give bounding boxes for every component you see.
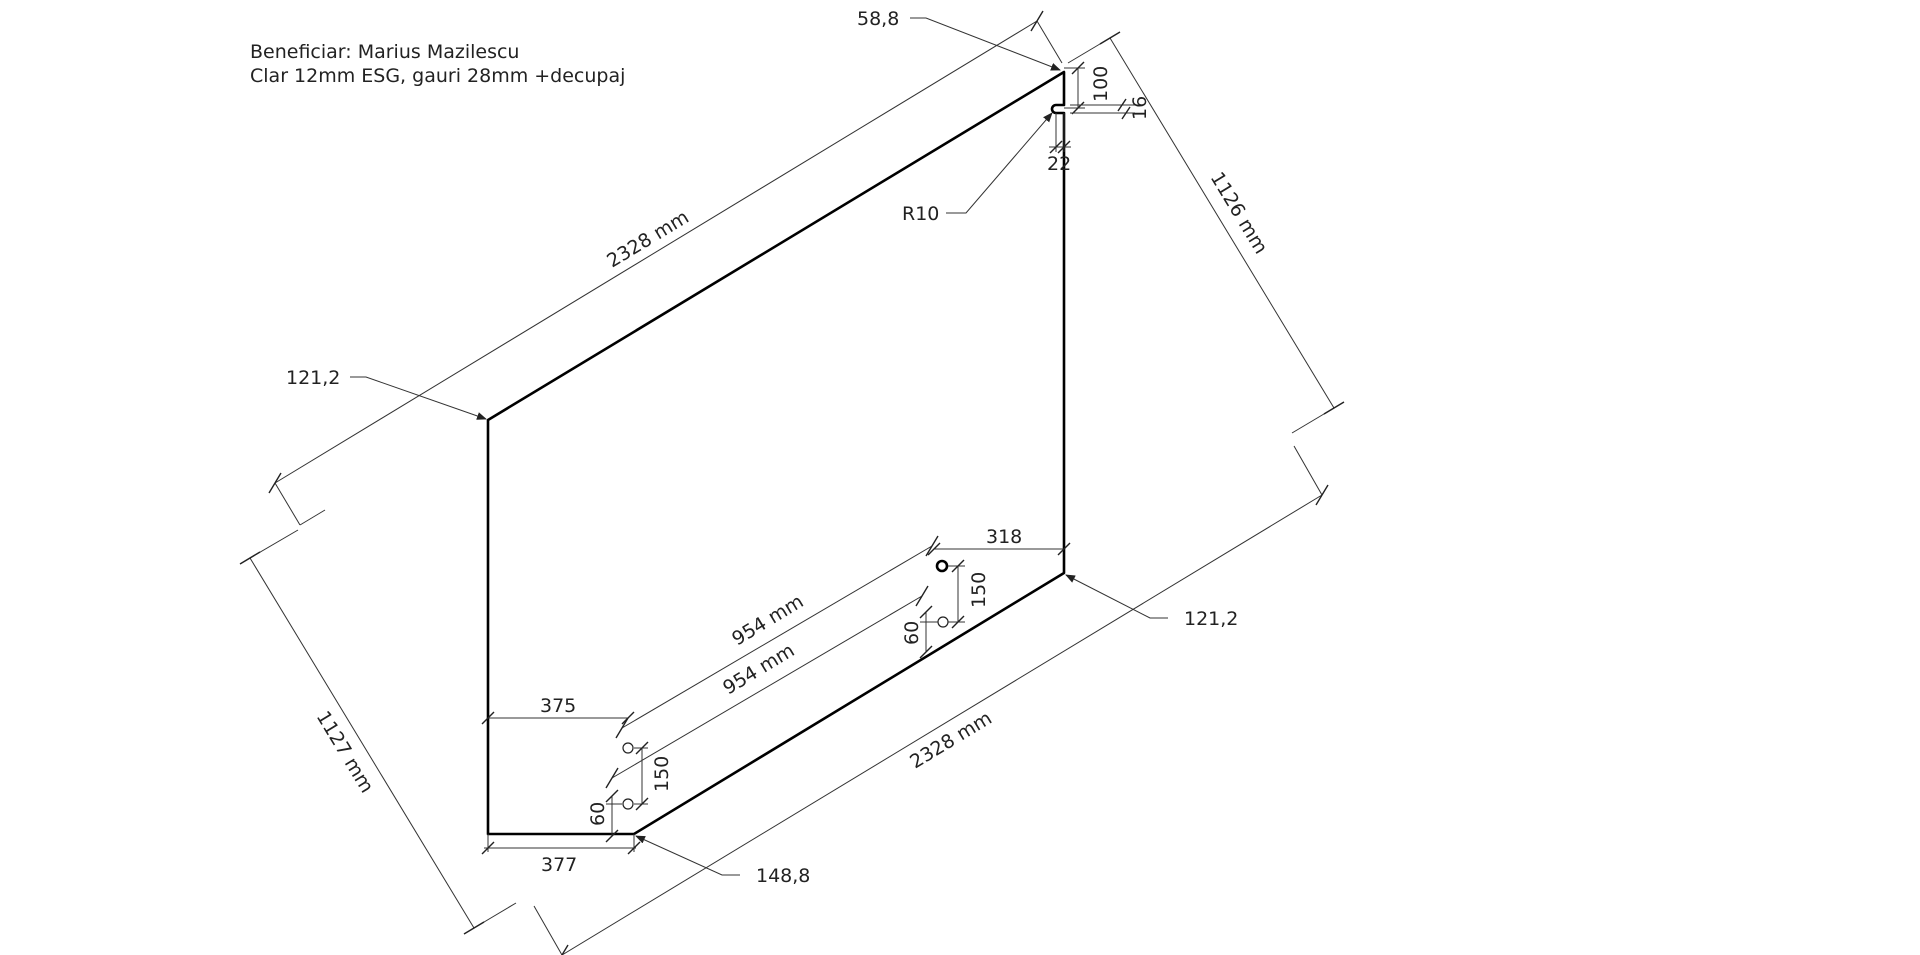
radius-label: R10 bbox=[902, 203, 939, 225]
right-angle-leader bbox=[1065, 574, 1168, 619]
client-label: Beneficiar: Marius Mazilescu bbox=[250, 41, 520, 63]
hole-edge-left-dimension bbox=[605, 789, 622, 843]
hole-right-top bbox=[935, 559, 949, 573]
top-length-label: 2328 mm bbox=[603, 206, 693, 272]
hole-right-bottom bbox=[937, 616, 949, 628]
notch-depth-dimension bbox=[1070, 98, 1135, 120]
right-angle-label: 121,2 bbox=[1184, 608, 1238, 630]
bottom-length-label: 2328 mm bbox=[906, 707, 996, 773]
left-height-dimension bbox=[239, 529, 517, 935]
top-angle-label: 58,8 bbox=[857, 8, 899, 30]
hole-edge-right-label: 60 bbox=[901, 621, 923, 645]
hole-line-2-label: 954 mm bbox=[719, 639, 798, 699]
hole-offset-left-dimension bbox=[481, 711, 635, 725]
top-angle-leader bbox=[910, 17, 1061, 71]
glass-spec-label: Clar 12mm ESG, gauri 28mm +decupaj bbox=[250, 65, 626, 87]
bottom-angle-leader bbox=[635, 835, 740, 876]
left-angle-leader bbox=[350, 376, 487, 420]
hole-offset-right-label: 318 bbox=[986, 526, 1022, 548]
hole-left-top bbox=[622, 742, 634, 754]
hole-line-1-dimension bbox=[615, 535, 939, 739]
bottom-length-dimension bbox=[533, 445, 1329, 955]
bottom-width-label: 377 bbox=[541, 854, 577, 876]
top-length-dimension bbox=[268, 10, 1063, 526]
notch-height-label: 100 bbox=[1090, 66, 1112, 102]
hole-edge-left-label: 60 bbox=[587, 802, 609, 826]
bottom-angle-label: 148,8 bbox=[756, 865, 810, 887]
hole-offset-right-dimension bbox=[927, 542, 1071, 556]
hole-spacing-left-label: 150 bbox=[651, 756, 673, 792]
hole-spacing-right-label: 150 bbox=[968, 572, 990, 608]
bottom-width-dimension bbox=[481, 834, 641, 855]
radius-leader bbox=[946, 112, 1053, 214]
notch-height-dimension bbox=[1064, 61, 1085, 115]
hole-line-1-label: 954 mm bbox=[728, 590, 807, 650]
hole-edge-right-dimension bbox=[919, 605, 938, 659]
hole-spacing-right-dimension bbox=[948, 559, 965, 629]
drawing-header: Beneficiar: Marius Mazilescu Clar 12mm E… bbox=[250, 40, 625, 88]
hole-offset-left-label: 375 bbox=[540, 695, 576, 717]
notch-depth-label: 16 bbox=[1129, 96, 1151, 120]
notch-width-label: 22 bbox=[1047, 153, 1071, 175]
right-height-dimension bbox=[1067, 31, 1345, 434]
notch-width-dimension bbox=[1049, 113, 1071, 154]
hole-left-bottom bbox=[622, 798, 634, 810]
glass-panel-outline bbox=[486, 70, 1066, 836]
hole-spacing-left-dimension bbox=[634, 741, 649, 811]
left-angle-label: 121,2 bbox=[286, 367, 340, 389]
hole-line-2-dimension bbox=[605, 585, 929, 789]
